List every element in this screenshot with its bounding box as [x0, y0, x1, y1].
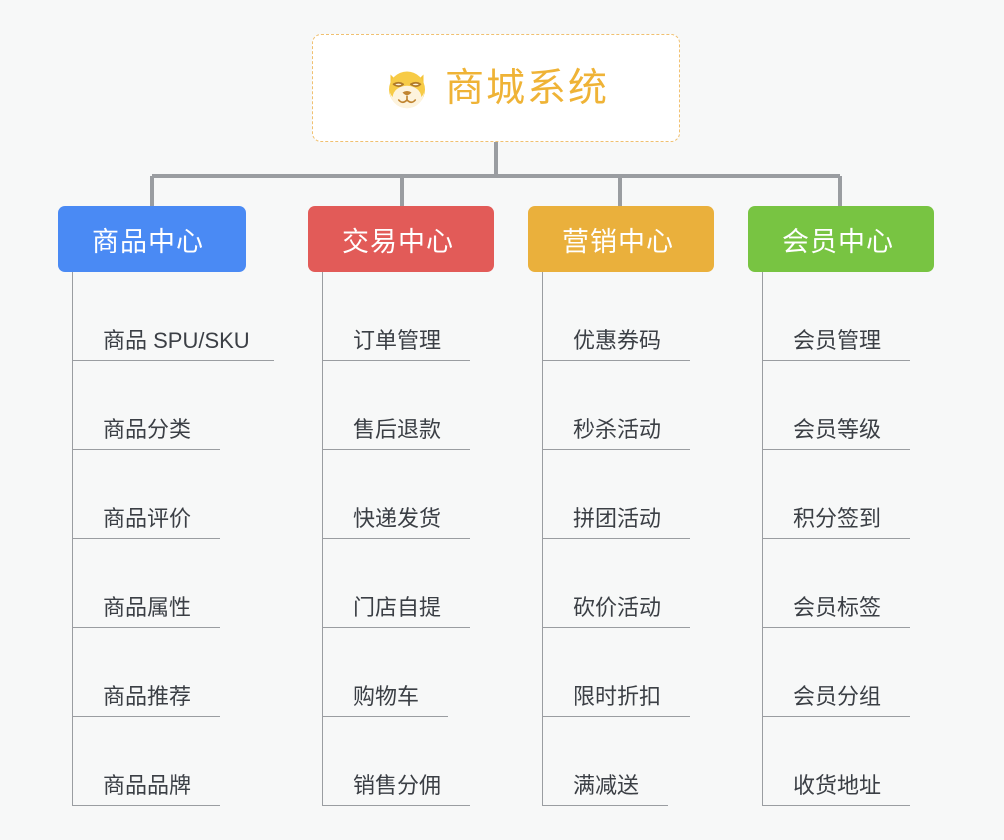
leaf-underline — [762, 716, 910, 717]
leaf-item[interactable]: 优惠券码 — [528, 272, 753, 361]
leaf-label: 积分签到 — [793, 506, 882, 531]
category-box-marketing-center[interactable]: 营销中心 — [528, 206, 714, 272]
leaf-underline — [322, 716, 448, 717]
leaf-label: 会员标签 — [793, 595, 882, 620]
leaf-label: 快递发货 — [353, 506, 442, 531]
leaf-label: 限时折扣 — [573, 684, 662, 709]
leaf-label: 商品推荐 — [103, 684, 192, 709]
category-column-3: 会员中心 会员管理 会员等级 积分签到 会员标签 会员分组 — [748, 206, 973, 806]
leaf-label: 商品属性 — [103, 595, 192, 620]
leaf-item[interactable]: 会员等级 — [748, 361, 973, 450]
leaf-item[interactable]: 快递发货 — [308, 450, 533, 539]
leaf-underline — [542, 360, 690, 361]
category-label: 交易中心 — [342, 226, 454, 257]
leaf-underline — [542, 627, 690, 628]
leaf-item[interactable]: 砍价活动 — [528, 539, 753, 628]
leaf-underline — [542, 805, 668, 806]
leaf-label: 秒杀活动 — [573, 417, 662, 442]
leaf-underline — [762, 360, 910, 361]
leaf-underline — [322, 627, 470, 628]
leaf-underline — [322, 449, 470, 450]
leaf-item[interactable]: 会员分组 — [748, 628, 973, 717]
leaf-label: 订单管理 — [353, 328, 442, 353]
leaf-item[interactable]: 满减送 — [528, 717, 753, 806]
leaf-label: 商品 SPU/SKU — [103, 328, 250, 353]
leaf-underline — [72, 627, 220, 628]
leaf-underline — [762, 449, 910, 450]
leaf-label: 会员分组 — [793, 684, 882, 709]
leaf-underline — [72, 360, 274, 361]
leaf-underline — [72, 538, 220, 539]
leaf-item[interactable]: 会员标签 — [748, 539, 973, 628]
leaf-label: 收货地址 — [793, 773, 882, 798]
leaf-underline — [762, 805, 910, 806]
leaf-trunk — [542, 272, 543, 806]
leaf-item[interactable]: 限时折扣 — [528, 628, 753, 717]
leaf-item[interactable]: 积分签到 — [748, 450, 973, 539]
shiba-inu-icon — [388, 71, 425, 109]
leaf-label: 砍价活动 — [573, 595, 662, 620]
category-label: 会员中心 — [782, 226, 894, 257]
leaf-item[interactable]: 商品属性 — [58, 539, 288, 628]
leaf-underline — [72, 716, 220, 717]
leaf-underline — [542, 449, 690, 450]
leaf-trunk — [72, 272, 73, 806]
leaf-underline — [72, 805, 220, 806]
leaf-trunk — [322, 272, 323, 806]
leaf-underline — [72, 449, 220, 450]
category-label: 商品中心 — [92, 226, 204, 257]
category-box-member-center[interactable]: 会员中心 — [748, 206, 934, 272]
leaf-list-3: 会员管理 会员等级 积分签到 会员标签 会员分组 收货地址 — [748, 272, 973, 806]
leaf-item[interactable]: 商品 SPU/SKU — [58, 272, 288, 361]
leaf-item[interactable]: 购物车 — [308, 628, 533, 717]
leaf-label: 售后退款 — [353, 417, 442, 442]
leaf-underline — [542, 716, 690, 717]
leaf-underline — [322, 360, 470, 361]
leaf-label: 购物车 — [353, 684, 420, 709]
leaf-list-0: 商品 SPU/SKU 商品分类 商品评价 商品属性 商品推荐 商品品牌 — [58, 272, 288, 806]
leaf-item[interactable]: 商品品牌 — [58, 717, 288, 806]
root-title: 商城系统 — [444, 66, 609, 110]
leaf-underline — [762, 627, 910, 628]
leaf-underline — [762, 538, 910, 539]
leaf-item[interactable]: 售后退款 — [308, 361, 533, 450]
leaf-item[interactable]: 收货地址 — [748, 717, 973, 806]
leaf-label: 销售分佣 — [353, 773, 442, 798]
leaf-item[interactable]: 商品分类 — [58, 361, 288, 450]
leaf-trunk — [762, 272, 763, 806]
category-box-product-center[interactable]: 商品中心 — [58, 206, 246, 272]
leaf-label: 商品评价 — [103, 506, 192, 531]
leaf-label: 门店自提 — [353, 595, 442, 620]
leaf-label: 会员管理 — [793, 328, 882, 353]
leaf-item[interactable]: 会员管理 — [748, 272, 973, 361]
leaf-item[interactable]: 拼团活动 — [528, 450, 753, 539]
leaf-label: 商品分类 — [103, 417, 192, 442]
category-column-1: 交易中心 订单管理 售后退款 快递发货 门店自提 购物车 — [308, 206, 533, 806]
leaf-item[interactable]: 秒杀活动 — [528, 361, 753, 450]
leaf-item[interactable]: 门店自提 — [308, 539, 533, 628]
category-column-0: 商品中心 商品 SPU/SKU 商品分类 商品评价 商品属性 商品推荐 — [58, 206, 288, 806]
leaf-item[interactable]: 商品评价 — [58, 450, 288, 539]
leaf-list-2: 优惠券码 秒杀活动 拼团活动 砍价活动 限时折扣 满减送 — [528, 272, 753, 806]
category-column-2: 营销中心 优惠券码 秒杀活动 拼团活动 砍价活动 限时折扣 — [528, 206, 753, 806]
category-box-trade-center[interactable]: 交易中心 — [308, 206, 494, 272]
leaf-underline — [322, 805, 470, 806]
category-label: 营销中心 — [562, 226, 674, 257]
leaf-label: 优惠券码 — [573, 328, 662, 353]
leaf-label: 商品品牌 — [103, 773, 192, 798]
leaf-label: 满减送 — [573, 773, 640, 798]
leaf-underline — [322, 538, 470, 539]
leaf-label: 会员等级 — [793, 417, 882, 442]
leaf-item[interactable]: 订单管理 — [308, 272, 533, 361]
root-node[interactable]: 商城系统 — [312, 34, 680, 142]
leaf-underline — [542, 538, 690, 539]
leaf-item[interactable]: 销售分佣 — [308, 717, 533, 806]
leaf-list-1: 订单管理 售后退款 快递发货 门店自提 购物车 销售分佣 — [308, 272, 533, 806]
leaf-label: 拼团活动 — [573, 506, 662, 531]
leaf-item[interactable]: 商品推荐 — [58, 628, 288, 717]
